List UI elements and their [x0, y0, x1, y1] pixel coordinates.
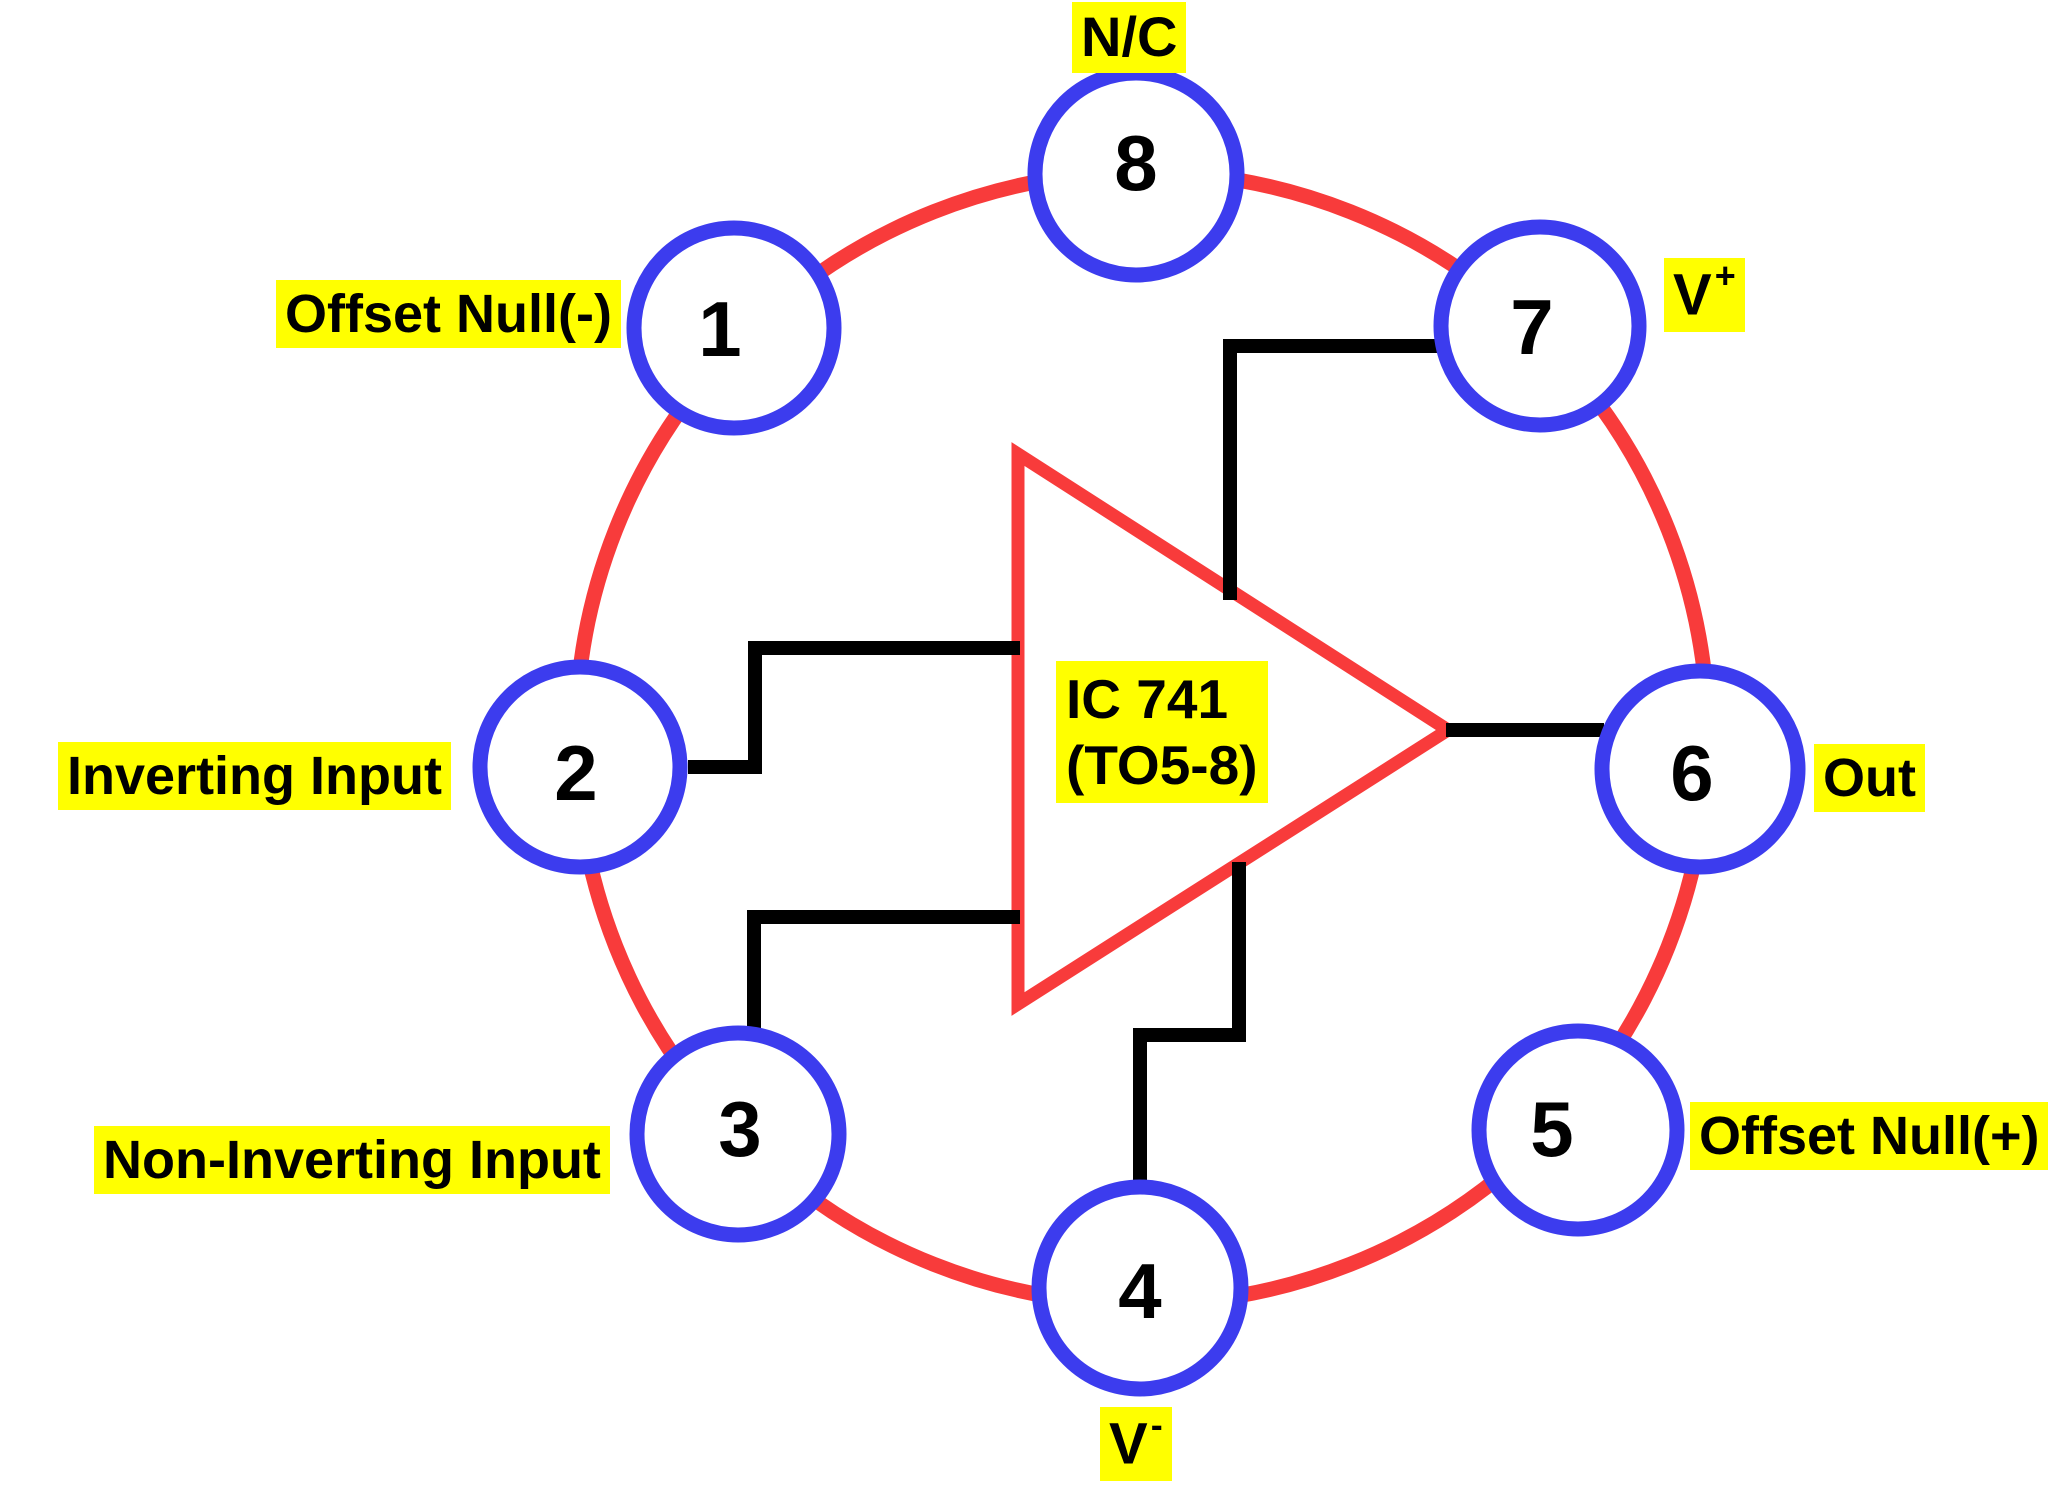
ic-part-name: IC 741	[1066, 668, 1229, 730]
pin-5-label-offset-null-plus: Offset Null(+)	[1690, 1102, 2048, 1171]
pin-4-circle	[1031, 1179, 1249, 1397]
wire-pin7-vplus	[1223, 339, 1444, 600]
pin-1-number: 1	[698, 285, 741, 373]
pin-3-circle	[629, 1025, 847, 1243]
v-minus-base: V	[1109, 1411, 1148, 1477]
pin-4-label-v-minus: V-	[1100, 1403, 1172, 1482]
pin-1-label-offset-null-minus: Offset Null(-)	[276, 280, 621, 349]
pin-2-label-inverting-input: Inverting Input	[58, 742, 451, 811]
ic-part-label: IC 741 (TO5-8)	[1056, 661, 1268, 803]
pin-8-label-nc: N/C	[1072, 2, 1187, 73]
pin-7-number: 7	[1510, 283, 1553, 371]
pin-7-circle	[1433, 219, 1647, 433]
v-minus-sup: -	[1150, 1403, 1163, 1445]
pin-8-number: 8	[1114, 119, 1157, 207]
pin-2-number: 2	[554, 729, 597, 817]
wire-pin2-inverting-input	[688, 641, 1020, 774]
pin-4-number: 4	[1118, 1247, 1161, 1335]
pin-8-circle	[1027, 65, 1245, 283]
pin-2-circle	[472, 659, 688, 875]
v-plus-base: V	[1673, 262, 1712, 328]
pin-6-label-out: Out	[1814, 744, 1925, 813]
pin-5-circle	[1471, 1023, 1685, 1237]
pin-7-label-v-plus: V+	[1664, 254, 1745, 333]
pin-3-label-non-inverting-input: Non-Inverting Input	[94, 1126, 610, 1195]
pin-3-number: 3	[718, 1085, 761, 1173]
pin-1-circle	[626, 220, 842, 436]
pin-5-number: 5	[1530, 1085, 1573, 1173]
pin-6-circle	[1594, 663, 1806, 875]
wire-pin3-non-inverting-input	[747, 910, 1020, 1037]
pin-6-number: 6	[1670, 729, 1713, 817]
ic-package-name: (TO5-8)	[1066, 734, 1258, 796]
wire-pin4-vminus	[1133, 862, 1246, 1190]
v-plus-sup: +	[1714, 254, 1736, 296]
